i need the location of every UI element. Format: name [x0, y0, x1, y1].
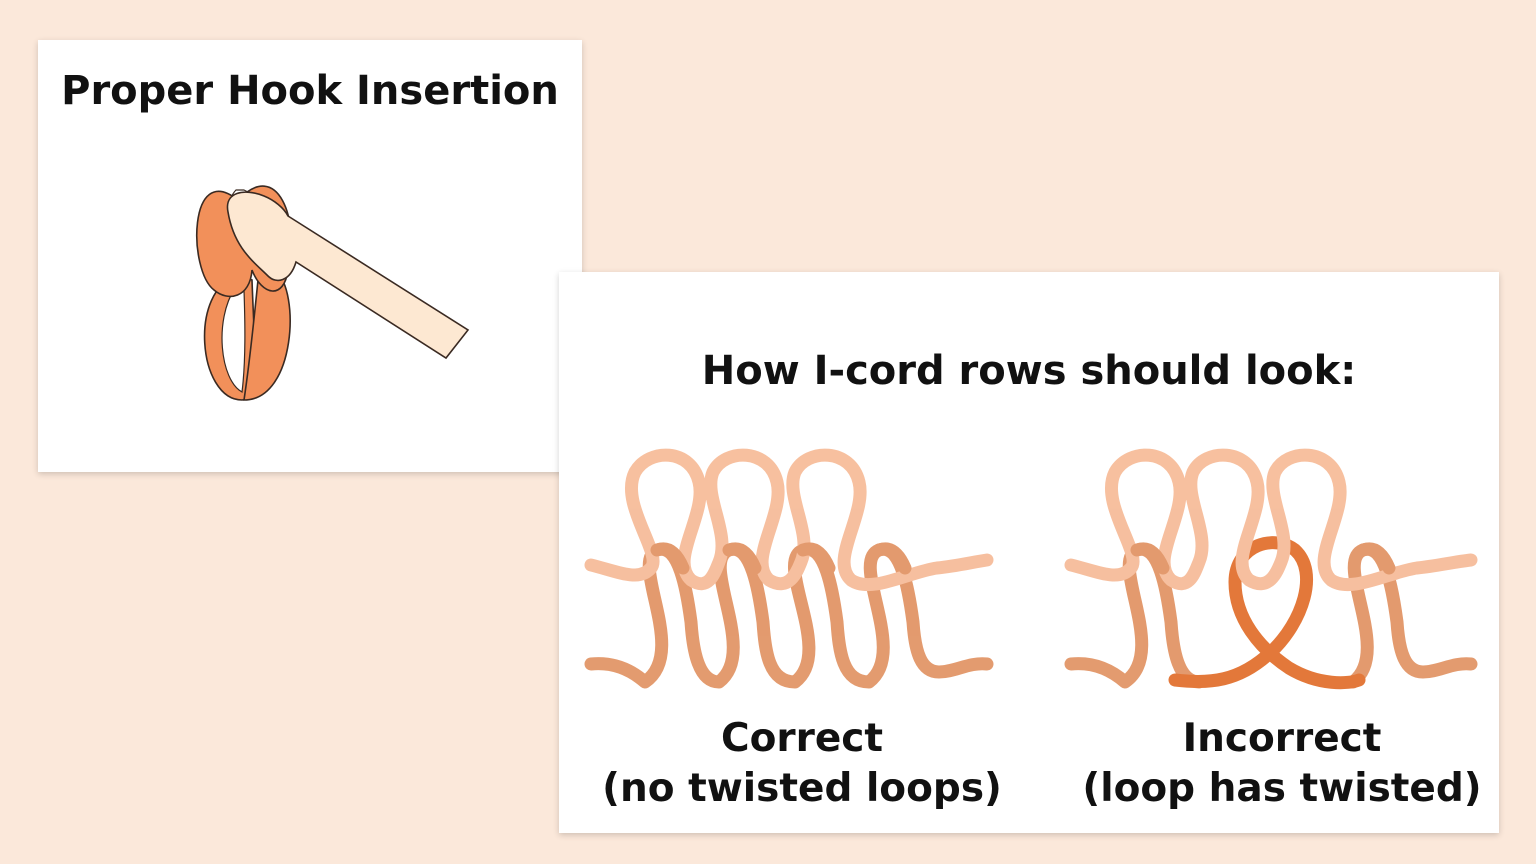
- incorrect-bottom-row-overlap: [1130, 542, 1396, 575]
- lower-left-loop-inner: [221, 287, 246, 393]
- icord-rows-illustration: [584, 448, 1478, 690]
- incorrect-top-row: [1064, 448, 1478, 592]
- hook-insertion-title: Proper Hook Insertion: [61, 68, 559, 114]
- correct-caption: Correct (no twisted loops): [579, 714, 1025, 814]
- icord-rows-card: How I-cord rows should look:: [559, 272, 1499, 833]
- correct-top-row: [584, 448, 994, 592]
- correct-example: [584, 448, 994, 689]
- incorrect-caption-line2: (loop has twisted): [1082, 766, 1482, 811]
- lower-right-loop: [243, 271, 291, 401]
- incorrect-caption-line1: Incorrect: [1182, 716, 1382, 761]
- hook-insertion-card: Proper Hook Insertion: [38, 40, 582, 472]
- icord-rows-title: How I-cord rows should look:: [701, 348, 1357, 394]
- incorrect-caption: Incorrect (loop has twisted): [1062, 714, 1502, 814]
- incorrect-example: [1064, 448, 1478, 690]
- correct-caption-line1: Correct: [720, 716, 884, 761]
- correct-caption-line2: (no twisted loops): [602, 766, 1002, 811]
- incorrect-twisted-loop: [1168, 536, 1366, 690]
- hook-insertion-illustration: [196, 185, 470, 401]
- correct-bottom-row-overlap: [650, 542, 912, 575]
- hook-tool: [226, 191, 470, 360]
